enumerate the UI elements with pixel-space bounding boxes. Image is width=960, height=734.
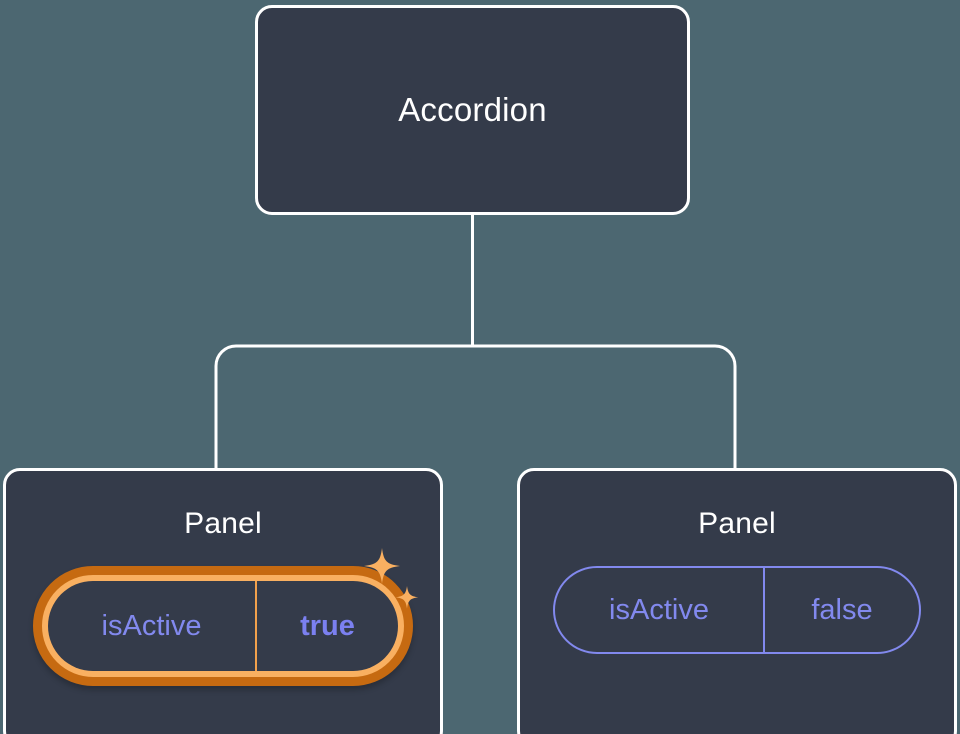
prop-key-inactive: isActive <box>555 568 765 652</box>
node-panel-active-label: Panel <box>184 507 262 540</box>
node-panel-active[interactable]: Panel isActive true <box>3 468 443 734</box>
prop-value-active: true <box>300 609 355 642</box>
prop-pill-wrap-active: isActive true <box>6 548 440 686</box>
connector-branch-left <box>214 344 473 470</box>
connector-branch-right <box>472 344 737 470</box>
prop-key-active: isActive <box>48 581 257 671</box>
node-accordion-label: Accordion <box>398 90 547 128</box>
node-panel-inactive[interactable]: Panel isActive false <box>517 468 957 734</box>
prop-pill-active[interactable]: isActive true <box>33 566 413 686</box>
prop-pill-inactive[interactable]: isActive false <box>553 566 921 654</box>
prop-value-inactive: false <box>811 593 873 626</box>
node-panel-inactive-label: Panel <box>698 507 776 540</box>
node-accordion[interactable]: Accordion <box>255 5 690 215</box>
prop-pill-active-inner: isActive true <box>48 581 398 671</box>
prop-pill-wrap-inactive: isActive false <box>520 566 954 654</box>
